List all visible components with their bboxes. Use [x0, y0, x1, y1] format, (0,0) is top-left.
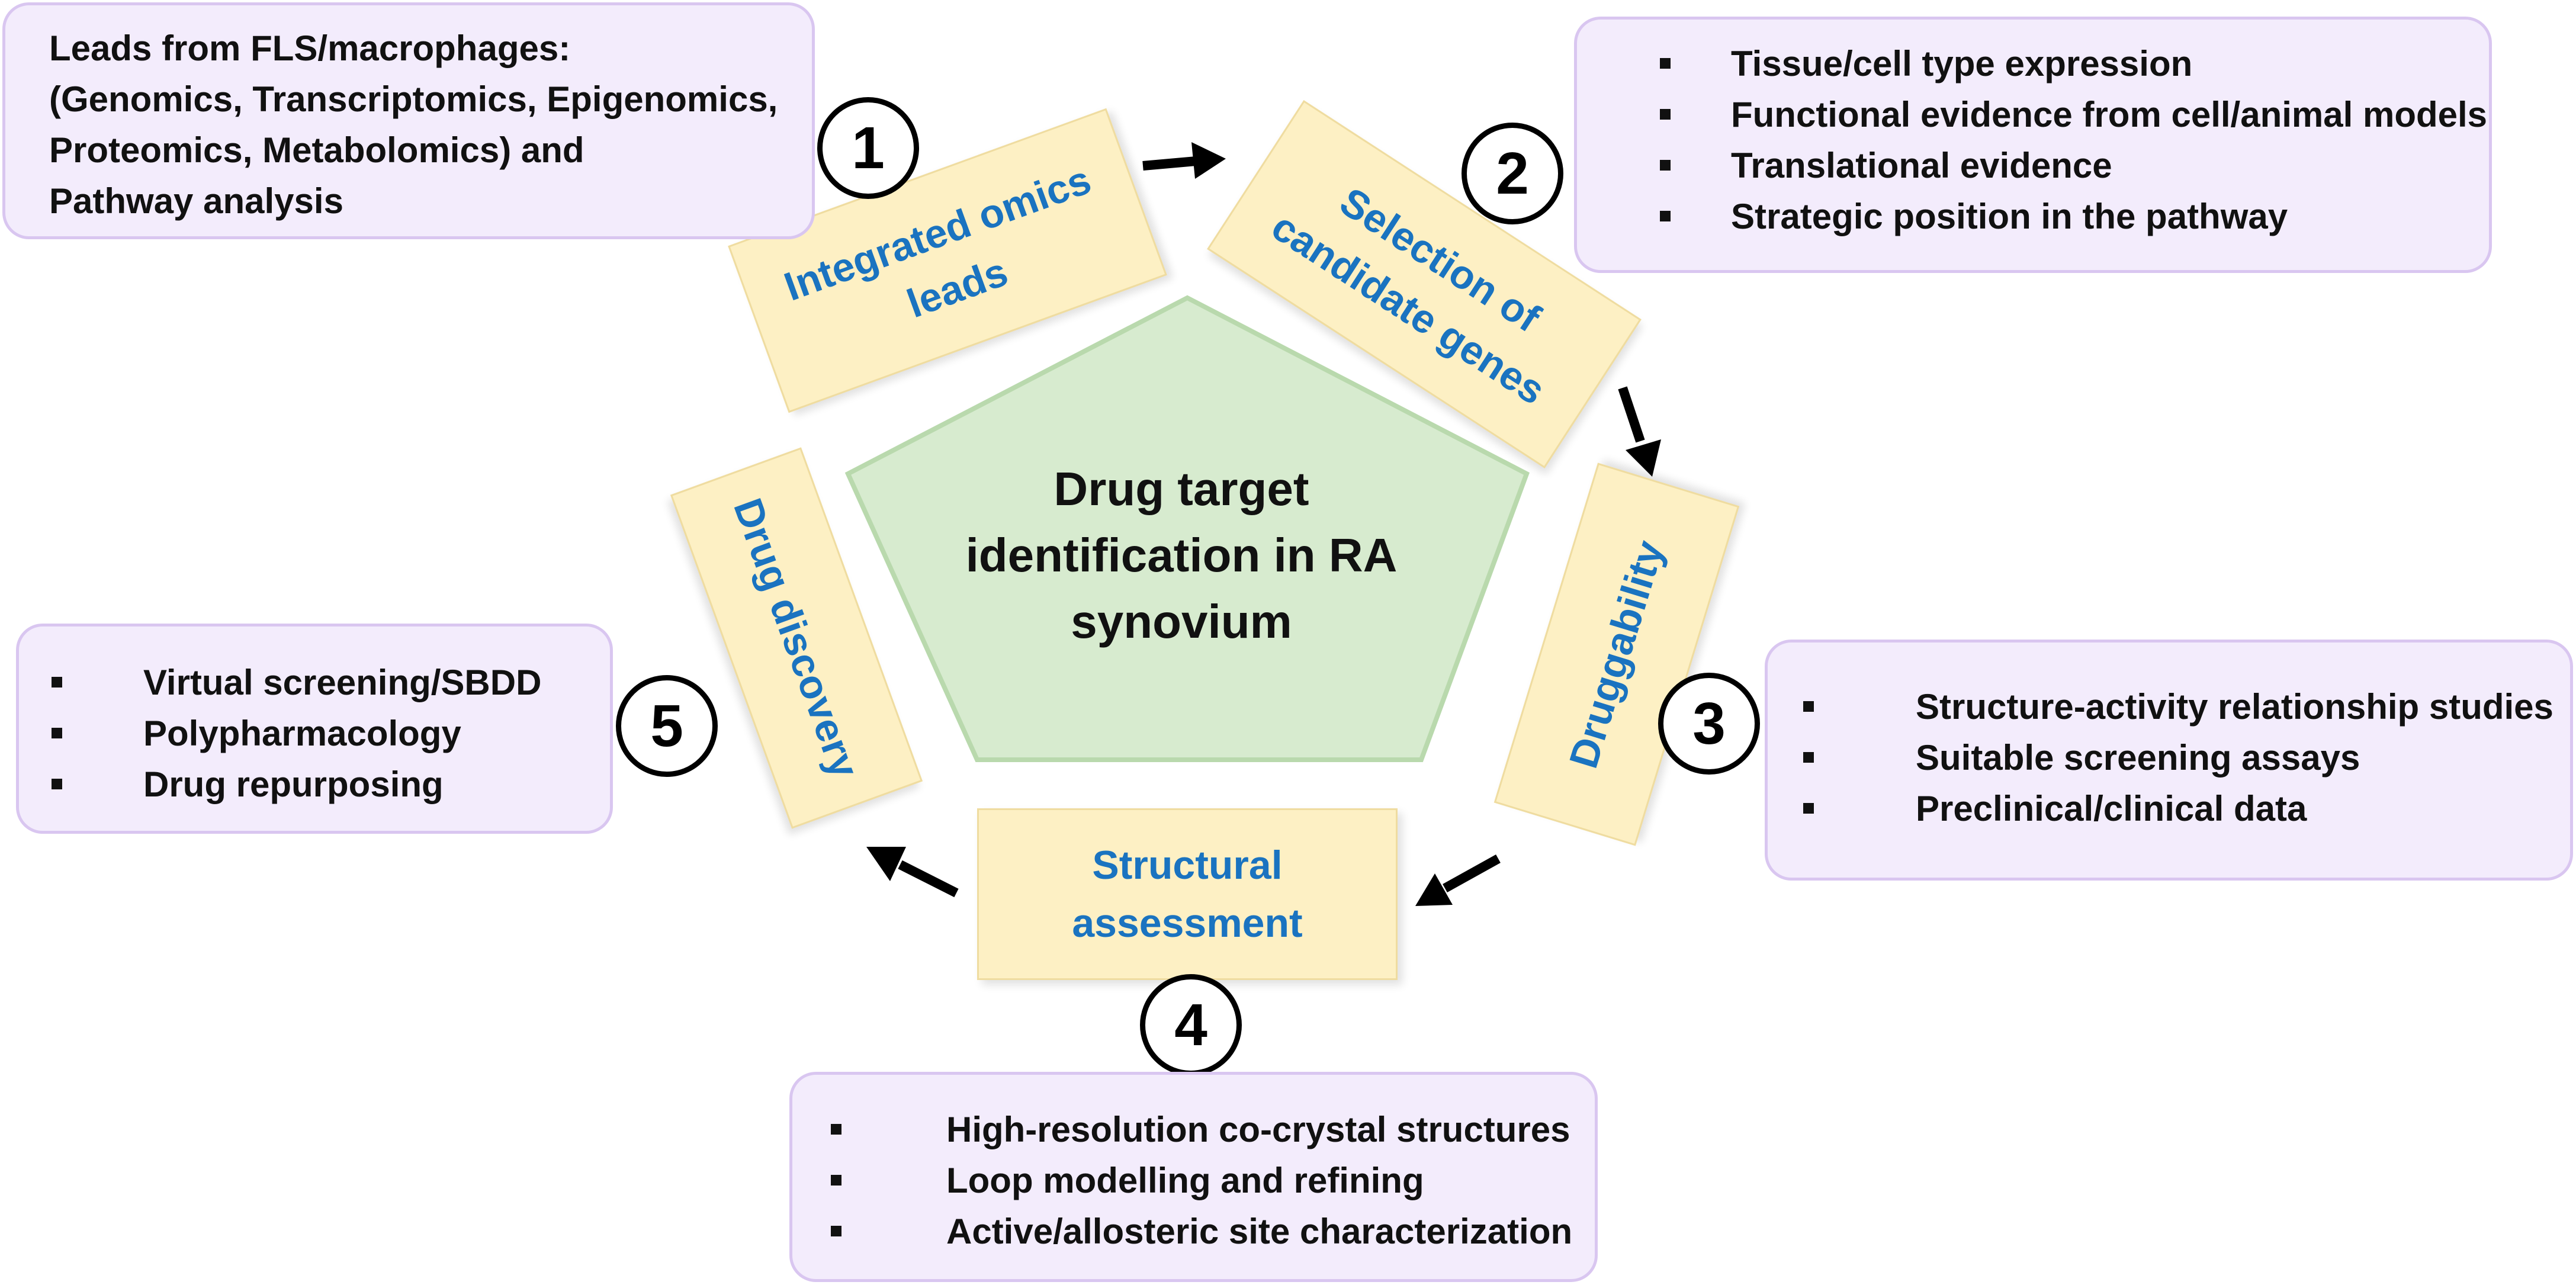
list-item: Functional evidence from cell/animal mod…	[1624, 89, 2489, 140]
arrow-2-to-3-icon	[1618, 386, 1661, 477]
bullet-icon	[1803, 752, 1814, 763]
step-1-number: 1	[817, 97, 919, 199]
list-item-text: Structure-activity relationship studies	[1916, 687, 2553, 727]
bullet-icon	[1803, 803, 1814, 814]
arrows	[866, 142, 1661, 906]
bullet-icon	[52, 677, 62, 688]
list-item: Structure-activity relationship studies	[1803, 682, 2570, 733]
bullet-icon	[1660, 58, 1671, 69]
list-item-text: Tissue/cell type expression	[1731, 44, 2193, 83]
step-1-info-line: Leads from FLS/macrophages:	[49, 28, 571, 68]
list-item: Preclinical/clinical data	[1803, 783, 2570, 834]
step-1-info-line: Pathway analysis	[49, 181, 343, 221]
step-1-info-line: Proteomics, Metabolomics) and	[49, 130, 584, 170]
list-item-text: High-resolution co-crystal structures	[946, 1110, 1570, 1149]
list-item: Drug repurposing	[52, 759, 610, 810]
bullet-icon	[1660, 109, 1671, 120]
center-title-line: synovium	[1071, 595, 1292, 648]
list-item: Polypharmacology	[52, 708, 610, 759]
list-item-text: Preclinical/clinical data	[1916, 789, 2307, 828]
list-item: Suitable screening assays	[1803, 733, 2570, 783]
list-item-text: Virtual screening/SBDD	[143, 663, 542, 702]
step-2-info-box: Tissue/cell type expression Functional e…	[1574, 17, 2492, 273]
list-item-text: Loop modelling and refining	[946, 1161, 1424, 1200]
step-4-title-line: Structural	[1092, 843, 1283, 888]
list-item-text: Active/allosteric site characterization	[946, 1212, 1573, 1251]
list-item-text: Functional evidence from cell/animal mod…	[1731, 95, 2488, 134]
step-4-number: 4	[1140, 974, 1242, 1076]
step-1-info-line: (Genomics, Transcriptomics, Epigenomics,	[49, 79, 778, 119]
center-title: Drug target identification in RA synoviu…	[853, 456, 1510, 655]
arrow-3-to-4-icon	[1415, 854, 1501, 906]
bullet-icon	[52, 779, 62, 789]
list-item-text: Strategic position in the pathway	[1731, 197, 2288, 236]
arrow-4-to-5-icon	[866, 847, 959, 898]
list-item: Translational evidence	[1624, 140, 2489, 191]
step-4-box: Structural assessment	[977, 808, 1398, 980]
list-item: Tissue/cell type expression	[1624, 38, 2489, 89]
step-3-info-box: Structure-activity relationship studies …	[1765, 640, 2573, 881]
center-title-line: identification in RA	[965, 529, 1398, 582]
bullet-icon	[1803, 701, 1814, 712]
list-item: High-resolution co-crystal structures	[831, 1104, 1595, 1155]
bullet-icon	[1660, 160, 1671, 171]
list-item-text: Polypharmacology	[143, 714, 461, 753]
center-title-line: Drug target	[1053, 462, 1309, 515]
list-item: Active/allosteric site characterization	[831, 1206, 1595, 1257]
list-item: Strategic position in the pathway	[1624, 191, 2489, 242]
bullet-icon	[52, 728, 62, 738]
bullet-icon	[1660, 211, 1671, 221]
step-1-info-box: Leads from FLS/macrophages: (Genomics, T…	[2, 2, 815, 239]
list-item-text: Translational evidence	[1731, 146, 2112, 185]
list-item-text: Drug repurposing	[143, 764, 444, 804]
step-2-number: 2	[1462, 123, 1563, 224]
bullet-icon	[831, 1175, 841, 1186]
step-4-info-box: High-resolution co-crystal structures Lo…	[789, 1072, 1598, 1282]
step-5-info-box: Virtual screening/SBDD Polypharmacology …	[16, 624, 613, 834]
step-5-number: 5	[616, 675, 718, 777]
bullet-icon	[831, 1124, 841, 1135]
step-3-number: 3	[1658, 673, 1760, 775]
arrow-1-to-2-icon	[1142, 142, 1226, 179]
list-item-text: Suitable screening assays	[1916, 738, 2360, 778]
list-item: Loop modelling and refining	[831, 1155, 1595, 1206]
list-item: Virtual screening/SBDD	[52, 657, 610, 708]
step-4-title-line: assessment	[1072, 901, 1303, 946]
bullet-icon	[831, 1226, 841, 1236]
